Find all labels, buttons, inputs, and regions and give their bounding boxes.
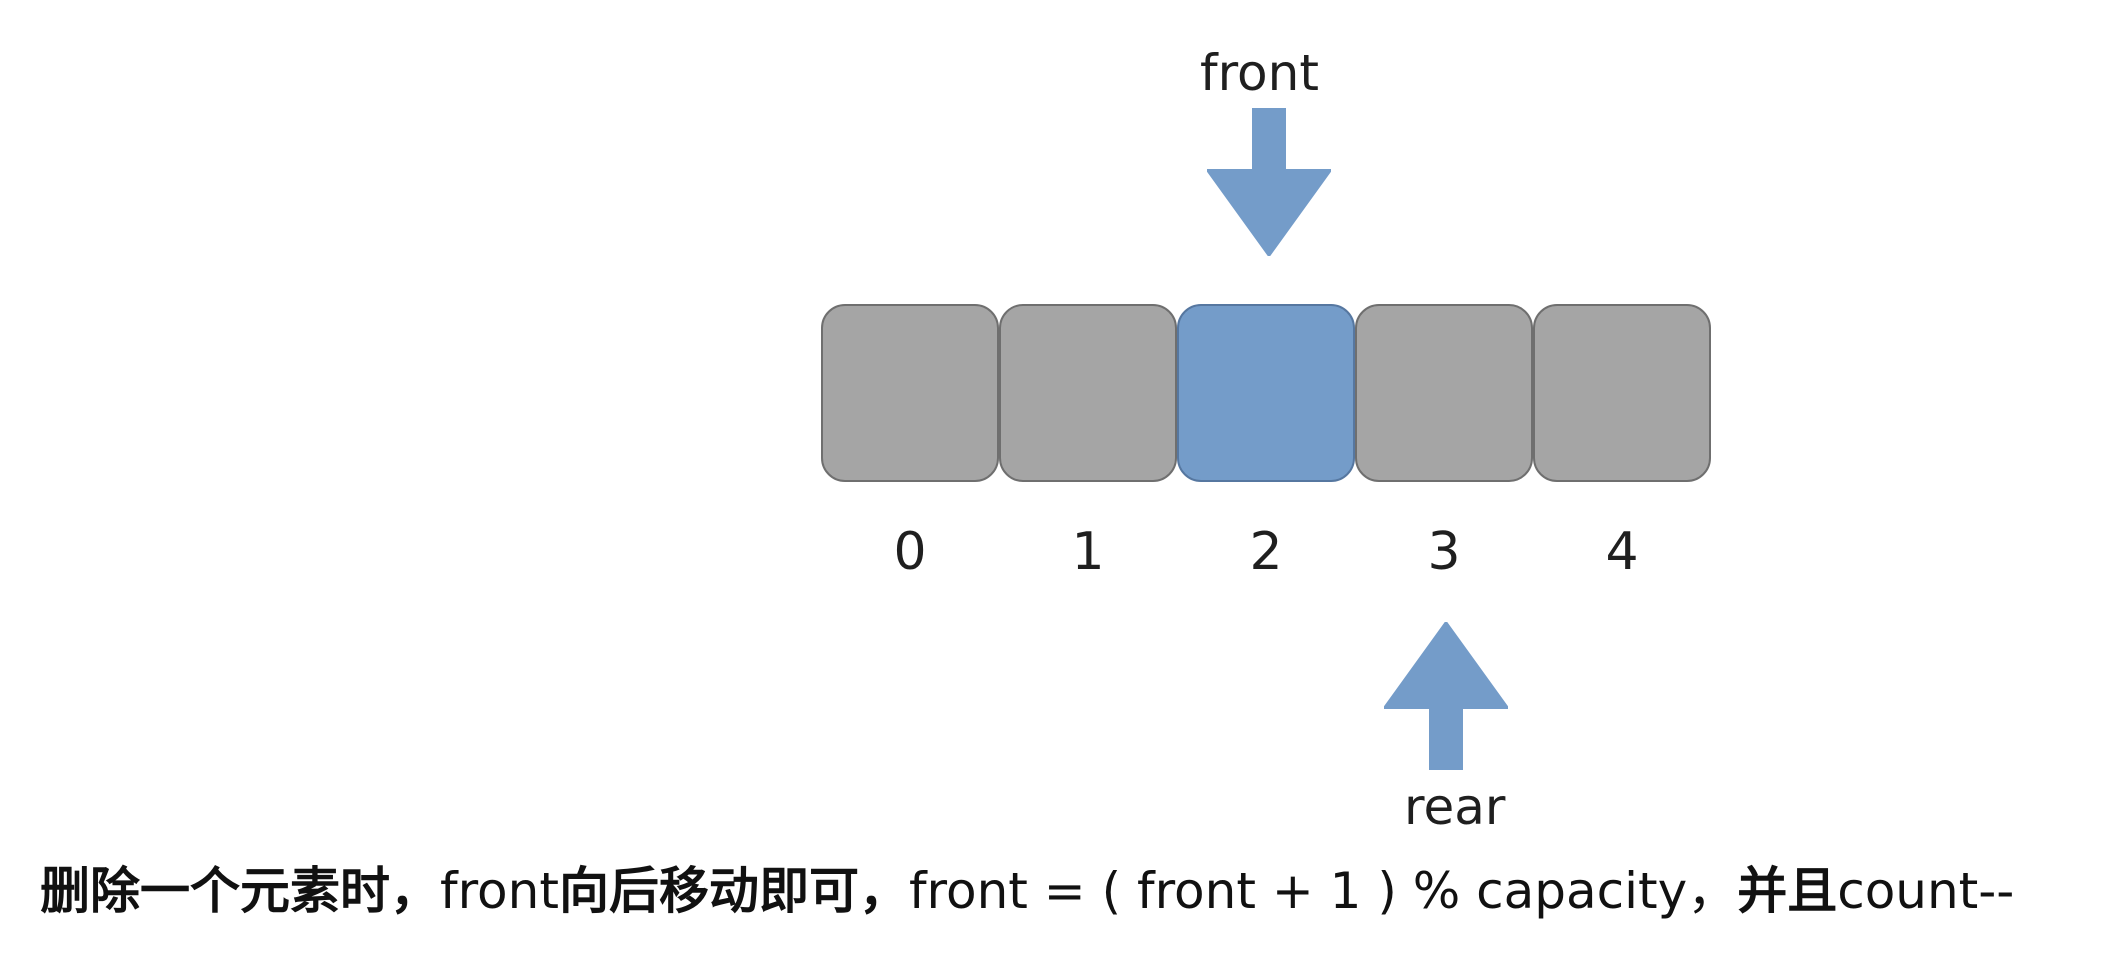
caption-part-2: front: [440, 862, 559, 920]
index-label-1: 1: [1071, 522, 1105, 582]
index-label-2: 2: [1249, 522, 1283, 582]
rear-up-arrow-icon: [1384, 622, 1508, 770]
circular-array: [821, 304, 1711, 482]
index-label-3: 3: [1427, 522, 1461, 582]
caption-part-6: count--: [1837, 862, 2015, 920]
array-cell-4: [1533, 304, 1711, 482]
array-cell-2-highlighted: [1177, 304, 1355, 482]
index-label-4: 4: [1605, 522, 1639, 582]
front-pointer-label: front: [1200, 44, 1319, 102]
caption-part-4: front = ( front + 1 ) % capacity，: [908, 862, 1738, 920]
caption-part-3: 向后移动即可，: [558, 862, 909, 920]
dequeue-caption: 删除一个元素时，front向后移动即可，front = ( front + 1 …: [40, 866, 2014, 916]
caption-part-1: 删除一个元素时，: [40, 862, 440, 920]
rear-pointer-label: rear: [1404, 778, 1506, 836]
array-cell-0: [821, 304, 999, 482]
array-cell-1: [999, 304, 1177, 482]
front-down-arrow-icon: [1207, 108, 1331, 256]
index-label-0: 0: [893, 522, 927, 582]
caption-part-5: 并且: [1737, 862, 1838, 920]
array-cell-3: [1355, 304, 1533, 482]
